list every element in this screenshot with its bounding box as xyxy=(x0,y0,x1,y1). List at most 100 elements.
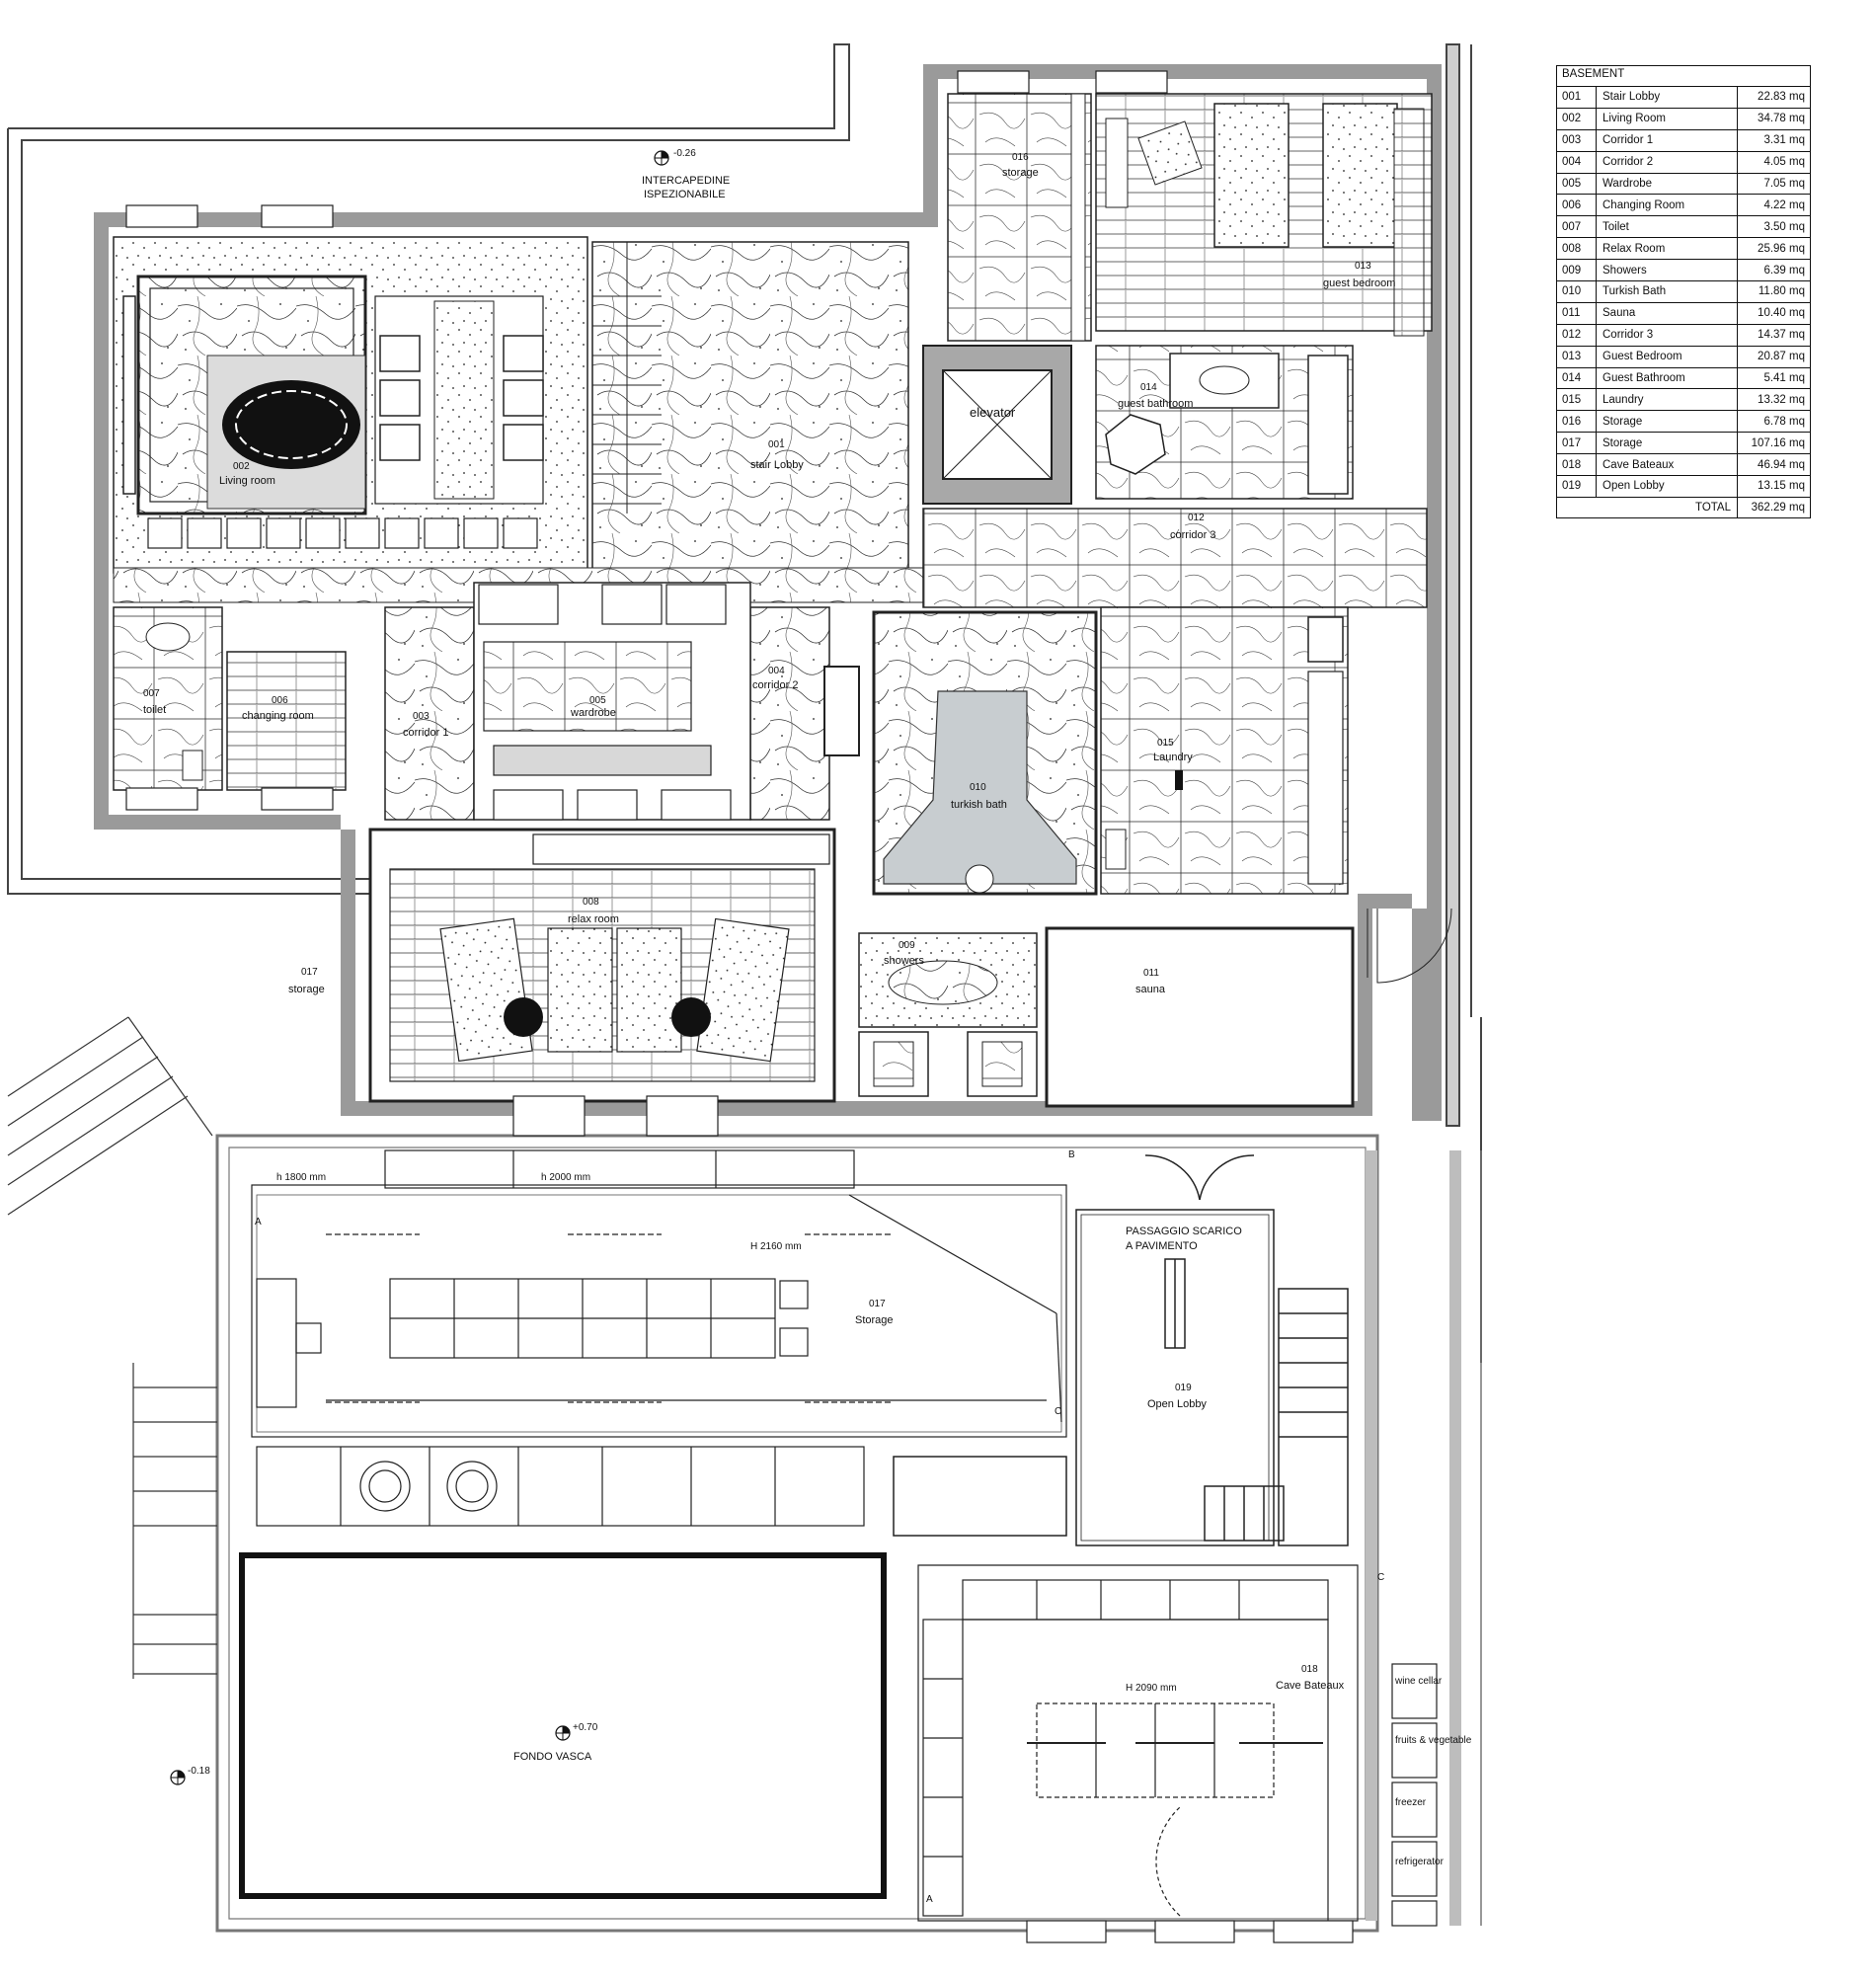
cave-height-label: H 2090 mm xyxy=(1126,1683,1177,1694)
relax-room-floor xyxy=(368,828,836,1103)
room-003-label: corridor 1 xyxy=(403,727,448,739)
schedule-cell-name: Showers xyxy=(1597,260,1738,281)
level-left-label: -0.18 xyxy=(188,1766,210,1777)
schedule-cell-area: 10.40 mq xyxy=(1758,307,1805,320)
schedule-cell-name: Guest Bathroom xyxy=(1597,367,1738,389)
room-004-code: 004 xyxy=(768,666,785,676)
schedule-cell-code: 007 xyxy=(1557,216,1597,238)
turkish-bath-floor xyxy=(872,610,1098,896)
schedule-cell-area: 107.16 mq xyxy=(1751,436,1805,449)
room-019-code: 019 xyxy=(1175,1383,1192,1393)
grid-a-top: A xyxy=(255,1217,262,1227)
schedule-cell-code: 001 xyxy=(1557,87,1597,108)
room-008-label: relax room xyxy=(568,913,619,925)
schedule-cell-name: Living Room xyxy=(1597,108,1738,129)
grid-a-bottom: A xyxy=(926,1894,933,1905)
schedule-cell-name: Corridor 3 xyxy=(1597,324,1738,346)
showers-floor xyxy=(858,932,1038,1097)
schedule-cell-code: 008 xyxy=(1557,238,1597,260)
storage-017-room xyxy=(251,1149,1067,1527)
room-005-label: wardrobe xyxy=(570,707,616,719)
room-014-label: guest bathroom xyxy=(1118,398,1193,410)
schedule-total-value: 362.29 mq xyxy=(1751,501,1805,514)
room-017-code: 017 xyxy=(301,967,318,978)
room-019-label: Open Lobby xyxy=(1147,1398,1207,1410)
room-015-label: Laundry xyxy=(1153,752,1193,763)
room-005-code: 005 xyxy=(589,695,606,706)
wardrobe-005-floor xyxy=(473,582,751,821)
door-swing xyxy=(1367,908,1452,984)
retaining-walls xyxy=(7,43,1482,1363)
intercapedine-label-1: INTERCAPEDINE xyxy=(642,175,730,187)
laundry-floor xyxy=(1100,606,1349,895)
pool-basin xyxy=(239,1552,887,1899)
schedule-total-row: TOTAL 362.29 mq xyxy=(1557,497,1810,517)
room-009-label: showers xyxy=(884,955,924,967)
room-002-label: Living room xyxy=(219,475,275,487)
room-007-label: toilet xyxy=(143,704,166,716)
plan-labels: INTERCAPEDINE ISPEZIONABILE -0.26 001 st… xyxy=(143,148,1472,1905)
schedule-cell-area: 14.37 mq xyxy=(1758,329,1805,342)
room-016-code: 016 xyxy=(1012,152,1029,163)
schedule-cell-code: 009 xyxy=(1557,260,1597,281)
room-001-label: stair Lobby xyxy=(750,459,804,471)
schedule-cell-area: 13.15 mq xyxy=(1758,480,1805,493)
schedule-cell-code: 015 xyxy=(1557,389,1597,411)
dim-top-label: h 1800 mm xyxy=(276,1172,326,1183)
grid-c-mid: C xyxy=(1055,1406,1061,1417)
schedule-cell-area: 46.94 mq xyxy=(1758,458,1805,471)
schedule-cell-area: 3.50 mq xyxy=(1763,220,1805,233)
schedule-cell-name: Turkish Bath xyxy=(1597,281,1738,302)
schedule-cell-code: 004 xyxy=(1557,151,1597,173)
schedule-cell-area: 7.05 mq xyxy=(1763,178,1805,190)
open-lobby-019 xyxy=(893,1154,1349,1546)
guest-bedroom-floor xyxy=(1095,93,1433,337)
room-014-code: 014 xyxy=(1140,382,1157,393)
schedule-cell-code: 006 xyxy=(1557,195,1597,216)
schedule-title: BASEMENT xyxy=(1557,66,1810,87)
level-marker-top xyxy=(654,150,669,166)
schedule-cell-area: 11.80 mq xyxy=(1758,285,1805,298)
schedule-cell-name: Stair Lobby xyxy=(1597,87,1738,108)
level-top-label: -0.26 xyxy=(673,148,696,159)
window-markers xyxy=(125,70,1354,1943)
schedule-cell-name: Storage xyxy=(1597,433,1738,454)
schedule-cell-area: 25.96 mq xyxy=(1758,242,1805,255)
freezer-label: freezer xyxy=(1395,1797,1427,1808)
schedule-cell-name: Storage xyxy=(1597,411,1738,433)
schedule-cell-code: 002 xyxy=(1557,108,1597,129)
elevator-label: elevator xyxy=(970,405,1016,420)
room-009-code: 009 xyxy=(899,940,915,951)
schedule-cell-area: 13.32 mq xyxy=(1758,393,1805,406)
schedule-cell-area: 6.39 mq xyxy=(1763,264,1805,277)
toilet-changing-floor xyxy=(113,606,347,791)
room-017b-label: Storage xyxy=(855,1314,894,1326)
schedule-cell-area: 20.87 mq xyxy=(1758,351,1805,363)
schedule-cell-name: Changing Room xyxy=(1597,195,1738,216)
room-002-code: 002 xyxy=(233,461,250,472)
schedule-cell-name: Corridor 1 xyxy=(1597,129,1738,151)
wine-cellar-label: wine cellar xyxy=(1394,1676,1443,1687)
room-004-label: corridor 2 xyxy=(752,679,798,691)
room-006-code: 006 xyxy=(272,695,288,706)
schedule-cell-code: 017 xyxy=(1557,433,1597,454)
schedule-cell-code: 019 xyxy=(1557,476,1597,497)
schedule-cell-area: 4.22 mq xyxy=(1763,198,1805,211)
schedule-cell-name: Wardrobe xyxy=(1597,173,1738,195)
